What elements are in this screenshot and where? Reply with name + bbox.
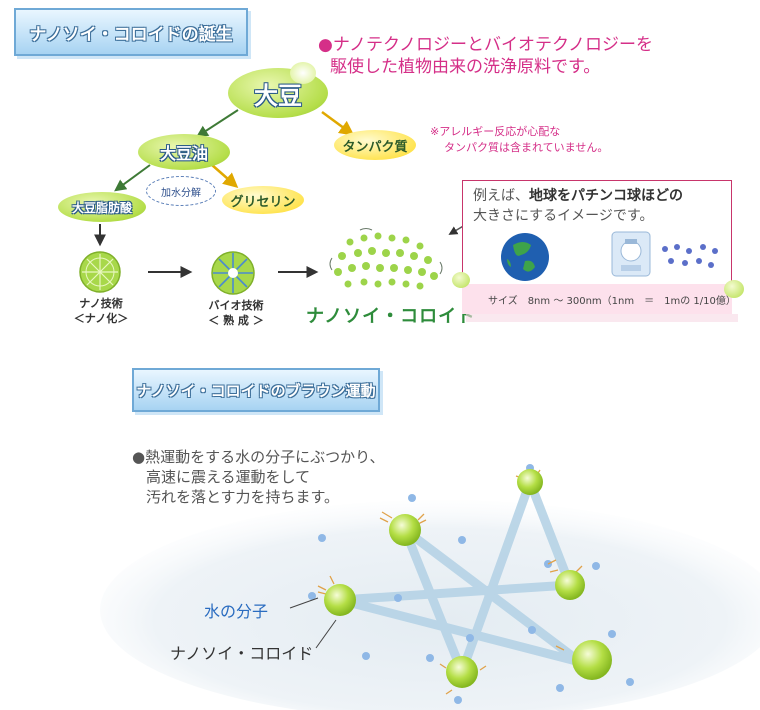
path-6 bbox=[335, 595, 585, 667]
size-bar: サイズ 8nm ～ 300nm（1nm ＝ 1mの 1/10億） bbox=[462, 284, 738, 322]
node-glycerin-label: グリセリン bbox=[230, 194, 296, 210]
pachinko-icon bbox=[611, 231, 651, 277]
tech1-line-2: ＜ナノ化＞ bbox=[73, 312, 129, 325]
flow-arrows bbox=[94, 109, 471, 278]
path-2 bbox=[400, 525, 467, 677]
tech2-line-2: ＜ 熟 成 ＞ bbox=[208, 314, 264, 327]
example-box: 例えば、地球をパチンコ球ほどの 大きさにするイメージです。 bbox=[462, 180, 732, 286]
sizebar-ball-left bbox=[452, 272, 470, 288]
tech1-line-1: ナノ技術 bbox=[79, 297, 123, 310]
bio-sphere-icon bbox=[211, 251, 255, 295]
tech2-label: バイオ技術 ＜ 熟 成 ＞ bbox=[196, 298, 276, 328]
colloid-ball-3 bbox=[324, 584, 356, 616]
arrow-oil-to-glycerin bbox=[211, 164, 239, 188]
colloid-ball-1 bbox=[389, 514, 421, 546]
node-fatty-acid-label: 大豆脂肪酸 bbox=[71, 200, 132, 215]
node-hydrolysis-label: 加水分解 bbox=[161, 187, 201, 199]
arrow-daizu-to-oil bbox=[195, 109, 239, 138]
intro-line-2: 駆使した植物由来の洗浄原料です。 bbox=[330, 57, 601, 77]
tech2-line-1: バイオ技術 bbox=[208, 299, 264, 312]
node-daizuyu: 大豆油 bbox=[138, 134, 230, 170]
molecules-icon bbox=[662, 244, 718, 268]
section2-banner-text: ナノソイ・コロイドのブラウン運動 bbox=[136, 381, 376, 400]
tech1-label: ナノ技術 ＜ナノ化＞ bbox=[64, 296, 138, 326]
section2-banner: ナノソイ・コロイドのブラウン運動 bbox=[132, 368, 380, 412]
node-daizu-label: 大豆 bbox=[254, 81, 302, 110]
node-protein-label: タンパク質 bbox=[342, 139, 408, 155]
colloid-ball-5 bbox=[446, 656, 478, 688]
product-label: ナノソイ・コロイド bbox=[306, 306, 477, 327]
example-line-1-bold: 地球をパチンコ球ほどの bbox=[529, 188, 683, 204]
brownian-diagram bbox=[100, 464, 760, 710]
brownian-line-1: ●熱運動をする水の分子にぶつかり、 bbox=[132, 448, 385, 466]
example-line-2: 大きさにするイメージです。 bbox=[473, 208, 654, 224]
node-fatty-acid: 大豆脂肪酸 bbox=[58, 192, 146, 222]
node-daizuyu-label: 大豆油 bbox=[159, 144, 208, 163]
colloid-ball-2 bbox=[517, 469, 543, 495]
allergy-note-2: タンパク質は含まれていません。 bbox=[444, 141, 609, 154]
section1-banner-text: ナノソイ・コロイドの誕生 bbox=[29, 24, 233, 45]
brownian-line-2: 高速に震える運動をして bbox=[146, 468, 311, 486]
intro-line-1: ●ナノテクノロジーとバイオテクノロジーを bbox=[318, 35, 653, 55]
path-5 bbox=[335, 580, 575, 605]
allergy-note-1: ※アレルギー反応が心配な bbox=[430, 125, 561, 138]
node-glycerin: グリセリン bbox=[222, 186, 304, 214]
example-line-1: 例えば、地球をパチンコ球ほどの bbox=[473, 187, 683, 206]
daizu-highlight bbox=[290, 62, 316, 84]
nano-sphere-icon bbox=[79, 251, 121, 293]
diagram-background bbox=[100, 500, 760, 710]
label-colloid: ナノソイ・コロイド bbox=[170, 644, 314, 663]
brownian-line-3: 汚れを落とす力を持ちます。 bbox=[146, 488, 340, 506]
node-hydrolysis: 加水分解 bbox=[146, 176, 216, 206]
arrow-oil-to-fatty bbox=[114, 164, 151, 192]
path-4 bbox=[525, 477, 575, 590]
path-3 bbox=[457, 477, 535, 677]
colloid-cluster bbox=[329, 228, 443, 290]
leader-colloid bbox=[315, 619, 337, 649]
sizebar-ball-right bbox=[724, 280, 744, 298]
leader-water bbox=[289, 597, 319, 609]
size-text: サイズ 8nm ～ 300nm（1nm ＝ 1mの 1/10億） bbox=[488, 296, 736, 307]
node-protein: タンパク質 bbox=[334, 130, 416, 160]
colloid-ball-4 bbox=[555, 570, 585, 600]
label-water: 水の分子 bbox=[204, 602, 269, 621]
earth-icon bbox=[501, 233, 549, 281]
section1-banner: ナノソイ・コロイドの誕生 bbox=[14, 8, 248, 56]
colloid-ball-6 bbox=[572, 640, 612, 680]
arrow-daizu-to-protein bbox=[321, 110, 355, 136]
example-line-1-prefix: 例えば、 bbox=[473, 188, 529, 204]
